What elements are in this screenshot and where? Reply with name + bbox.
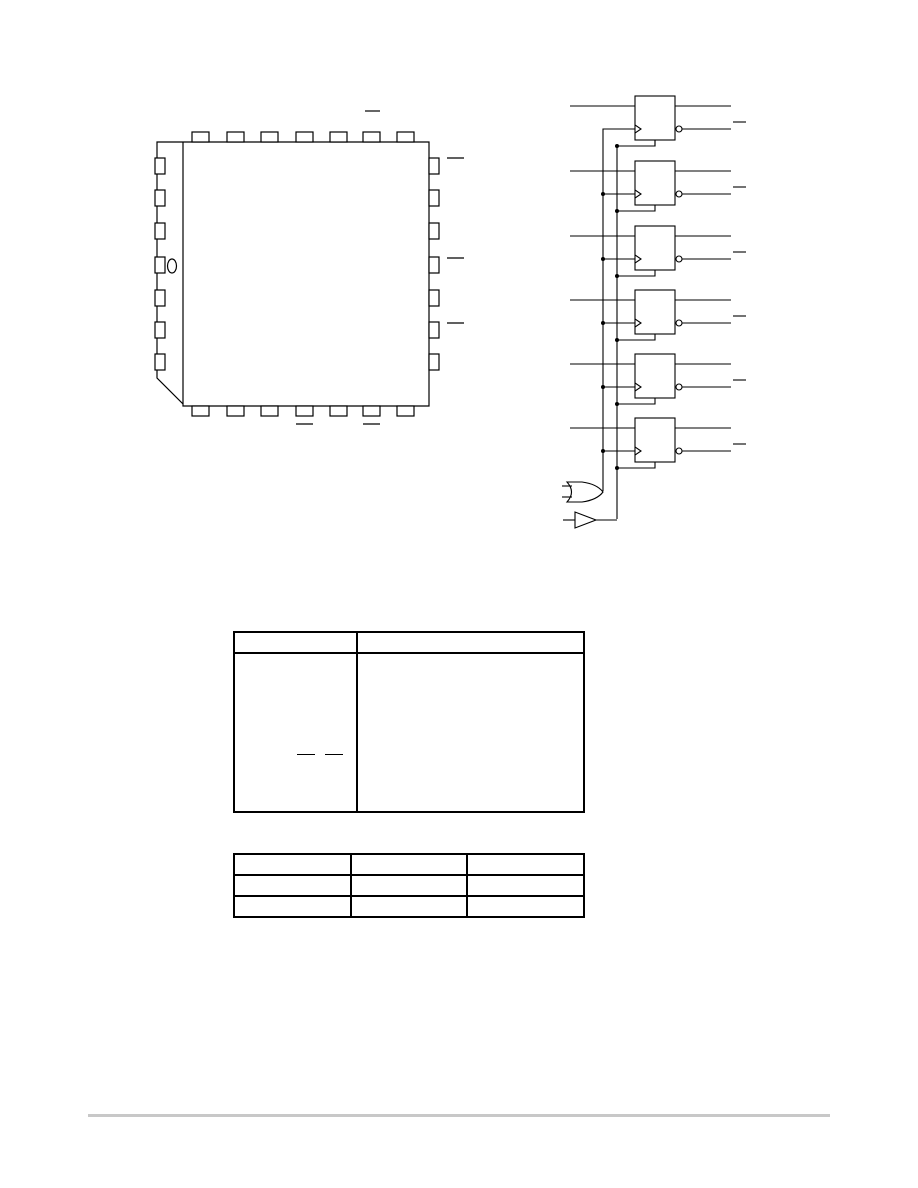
junction-dot [615, 466, 619, 470]
reset-wire [617, 462, 656, 469]
package-pin-right [428, 321, 440, 339]
table-cell [466, 853, 585, 876]
inversion-bubble [675, 125, 683, 133]
pin-names-table [233, 631, 585, 813]
table-cell [233, 874, 352, 897]
overbar [325, 754, 343, 755]
junction-dot [615, 338, 619, 342]
package-pin-left [154, 289, 166, 307]
clock-bus [602, 128, 635, 491]
reset-wire [617, 270, 656, 277]
package-pin-top [362, 131, 381, 143]
inversion-bubble [675, 319, 683, 327]
package-pin-bottom [226, 405, 245, 417]
inversion-bubble [675, 383, 683, 391]
inversion-bubble [675, 447, 683, 455]
junction-dot [601, 449, 605, 453]
pin-table-pin-names [233, 652, 358, 813]
clock-marker [634, 382, 642, 392]
package-pin-bottom [362, 405, 381, 417]
package-pin-top [191, 131, 210, 143]
table-cell [349, 853, 469, 876]
package-pin-left [154, 321, 166, 339]
junction-dot [601, 321, 605, 325]
pin-table-header-function [356, 631, 585, 654]
flipflop-block [634, 225, 676, 271]
clock-marker [634, 446, 642, 456]
package-pin-right [428, 353, 440, 371]
package-pin-right [428, 189, 440, 207]
flipflop-block [634, 353, 676, 399]
package-pin-right [428, 256, 440, 274]
table-cell [233, 853, 352, 876]
package-pin-bottom [295, 405, 314, 417]
package-pin-top [295, 131, 314, 143]
package-pin-left [154, 256, 166, 274]
reset-wire [617, 140, 656, 147]
package-pin-left [154, 353, 166, 371]
pin-table-functions [356, 652, 585, 813]
or-gate [565, 481, 604, 503]
junction-dot [601, 192, 605, 196]
package-pin-left [154, 189, 166, 207]
footer-rule [88, 1114, 830, 1117]
package-pin-right [428, 157, 440, 175]
inversion-bubble [675, 190, 683, 198]
pin-table-header-pins [233, 631, 358, 654]
package-pin-bottom [191, 405, 210, 417]
clock-marker [634, 318, 642, 328]
package-outline [156, 141, 430, 407]
package-pin-top [329, 131, 348, 143]
junction-dot [615, 274, 619, 278]
buffer-gate [574, 511, 598, 529]
package-pin-top [260, 131, 279, 143]
flipflop-block [634, 417, 676, 463]
junction-dot [615, 144, 619, 148]
flipflop-block [634, 289, 676, 335]
junction-dot [601, 385, 605, 389]
table-cell [233, 895, 352, 918]
reset-wire [617, 205, 656, 212]
package-pin-right [428, 289, 440, 307]
clock-marker [634, 124, 642, 134]
table-cell [466, 874, 585, 897]
ordering-table [233, 853, 585, 918]
reset-wire [617, 398, 656, 405]
package-pin-left [154, 222, 166, 240]
overbar [297, 754, 315, 755]
flipflop-block [634, 160, 676, 206]
package-pin-top [396, 131, 415, 143]
package-pin-bottom [396, 405, 415, 417]
junction-dot [601, 257, 605, 261]
reset-wire [617, 140, 656, 147]
table-cell [349, 895, 469, 918]
clock-marker [634, 254, 642, 264]
table-cell [466, 895, 585, 918]
package-pin-top [226, 131, 245, 143]
package-pin-right [428, 222, 440, 240]
reset-wire [617, 334, 656, 341]
table-cell [349, 874, 469, 897]
flipflop-block [634, 95, 676, 141]
junction-dot [615, 209, 619, 213]
package-pin-bottom [260, 405, 279, 417]
junction-dot [615, 402, 619, 406]
package-pin-left [154, 157, 166, 175]
pinout-diagram [154, 95, 746, 529]
pin1-marker [166, 258, 178, 274]
inversion-bubble [675, 255, 683, 263]
package-pin-bottom [329, 405, 348, 417]
clock-marker [634, 189, 642, 199]
